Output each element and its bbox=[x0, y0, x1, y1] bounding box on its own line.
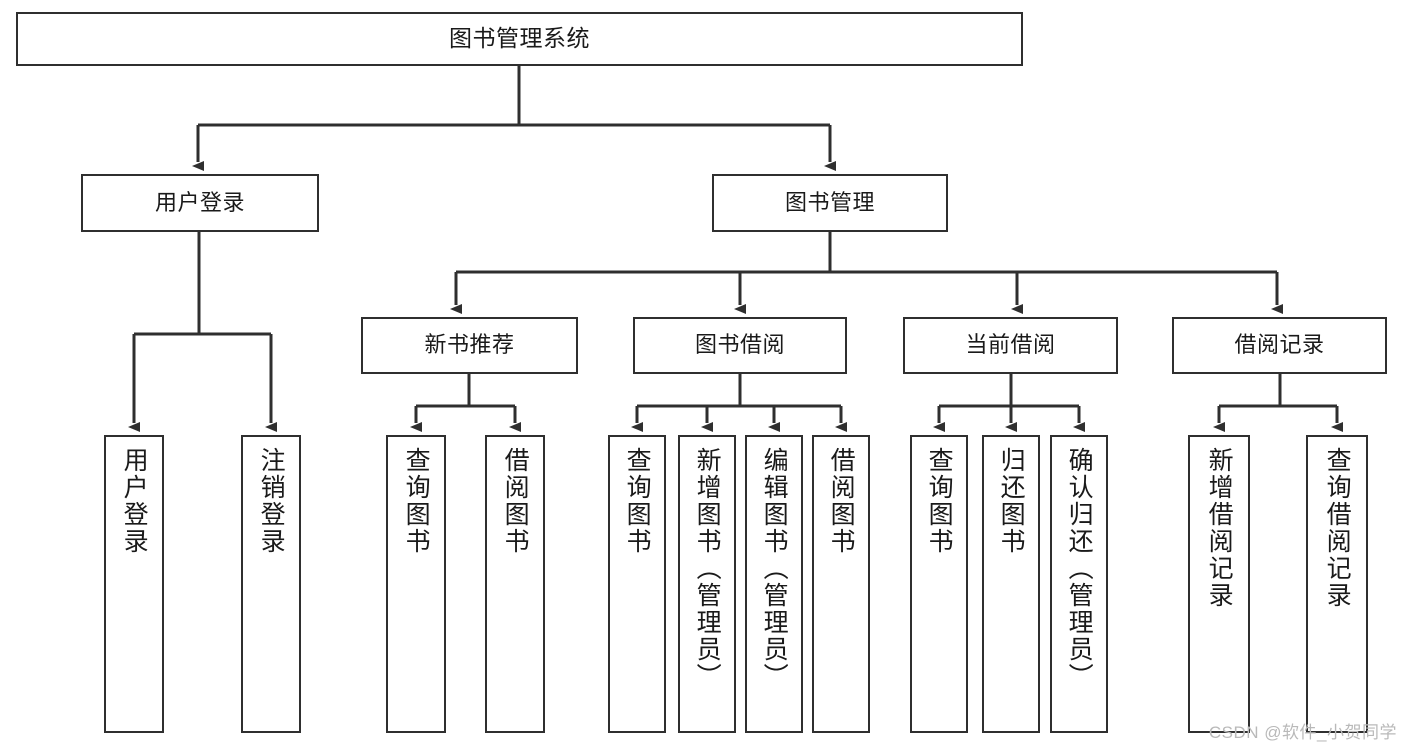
node-label: 用户登录 bbox=[154, 189, 245, 215]
node-label: 注销登录 bbox=[257, 447, 286, 555]
node-label: 确认归还（管理员） bbox=[1065, 447, 1094, 690]
node-leaf-borrow-book-2[interactable]: 借阅图书 bbox=[812, 435, 870, 733]
node-leaf-add-book[interactable]: 新增图书（管理员） bbox=[678, 435, 736, 733]
node-label: 图书借阅 bbox=[694, 332, 785, 358]
node-leaf-query-book-3[interactable]: 查询图书 bbox=[910, 435, 968, 733]
node-label: 当前借阅 bbox=[965, 332, 1056, 358]
node-leaf-edit-book[interactable]: 编辑图书（管理员） bbox=[745, 435, 803, 733]
node-leaf-logout[interactable]: 注销登录 bbox=[241, 435, 301, 733]
node-leaf-confirm-return[interactable]: 确认归还（管理员） bbox=[1050, 435, 1108, 733]
node-label: 借阅记录 bbox=[1234, 332, 1325, 358]
node-borrow-record[interactable]: 借阅记录 bbox=[1172, 317, 1387, 374]
node-book-manage[interactable]: 图书管理 bbox=[712, 174, 948, 232]
node-new-book-recommend[interactable]: 新书推荐 bbox=[361, 317, 578, 374]
node-label: 查询图书 bbox=[402, 447, 431, 555]
node-label: 编辑图书（管理员） bbox=[760, 447, 789, 690]
node-label: 图书管理系统 bbox=[449, 25, 590, 52]
node-label: 新增借阅记录 bbox=[1205, 447, 1234, 609]
node-leaf-add-record[interactable]: 新增借阅记录 bbox=[1188, 435, 1250, 733]
node-label: 归还图书 bbox=[997, 447, 1026, 555]
node-leaf-query-book-2[interactable]: 查询图书 bbox=[608, 435, 666, 733]
node-user-login[interactable]: 用户登录 bbox=[81, 174, 319, 232]
csdn-watermark: CSDN @软件_小贺同学 bbox=[1208, 723, 1397, 742]
node-label: 借阅图书 bbox=[501, 447, 530, 555]
node-label: 图书管理 bbox=[784, 189, 875, 215]
node-leaf-query-record[interactable]: 查询借阅记录 bbox=[1306, 435, 1368, 733]
node-leaf-borrow-book-1[interactable]: 借阅图书 bbox=[485, 435, 545, 733]
node-root-book-management-system[interactable]: 图书管理系统 bbox=[16, 12, 1023, 66]
node-label: 借阅图书 bbox=[827, 447, 856, 555]
node-label: 新增图书（管理员） bbox=[693, 447, 722, 690]
node-leaf-query-book-1[interactable]: 查询图书 bbox=[386, 435, 446, 733]
node-label: 用户登录 bbox=[120, 447, 149, 555]
node-leaf-user-login[interactable]: 用户登录 bbox=[104, 435, 164, 733]
node-label: 查询图书 bbox=[623, 447, 652, 555]
node-leaf-return-book[interactable]: 归还图书 bbox=[982, 435, 1040, 733]
node-label: 查询图书 bbox=[925, 447, 954, 555]
node-book-borrow[interactable]: 图书借阅 bbox=[633, 317, 847, 374]
node-label: 新书推荐 bbox=[424, 332, 515, 358]
node-current-borrow[interactable]: 当前借阅 bbox=[903, 317, 1118, 374]
node-label: 查询借阅记录 bbox=[1323, 447, 1352, 609]
